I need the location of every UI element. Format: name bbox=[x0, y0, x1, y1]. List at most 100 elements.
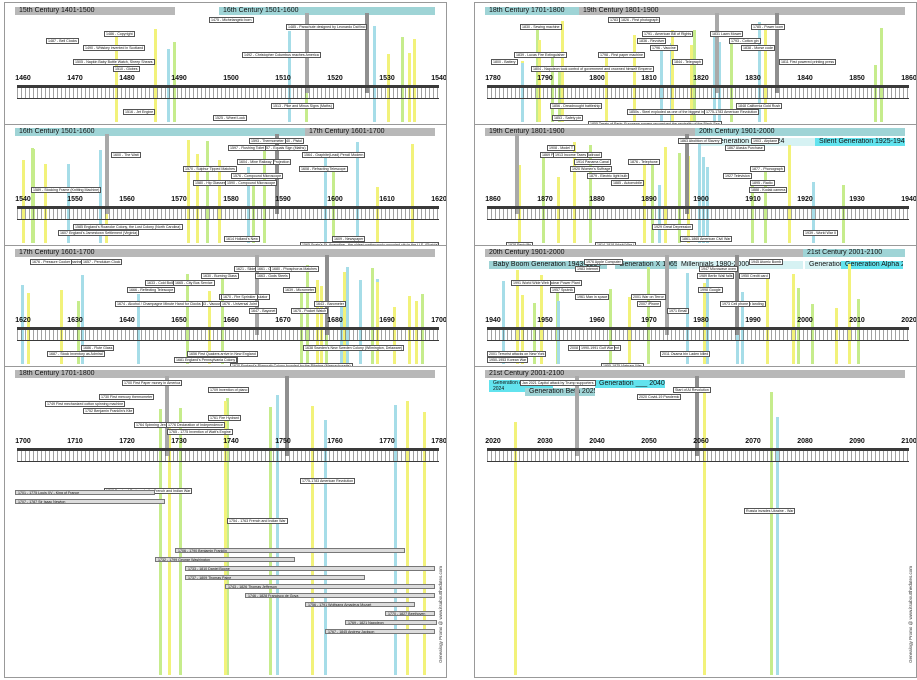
event-note: 1928 Penicillin bbox=[506, 242, 534, 246]
year-label: 1720 bbox=[119, 438, 135, 445]
event-line bbox=[706, 167, 709, 243]
event-note: 1856 - Dreadnought battleship bbox=[550, 103, 603, 109]
event-line bbox=[514, 422, 517, 675]
event-note: 1490 - Whiskey invented in Scotland bbox=[83, 45, 146, 51]
event-note: 1831 Lawn Mower bbox=[710, 31, 744, 37]
timeline-axis-lower bbox=[487, 461, 909, 462]
year-label: 1590 bbox=[275, 196, 291, 203]
century-bar: 15th Century 1401-1500 bbox=[15, 7, 175, 15]
year-label: 1660 bbox=[223, 317, 239, 324]
event-note: 1585 England's Roanoke Colony, the Lost … bbox=[73, 224, 183, 230]
event-line bbox=[693, 30, 696, 122]
year-label: 1480 bbox=[119, 75, 135, 82]
event-note: 1492 - Christopher Columbus reaches Amer… bbox=[242, 52, 321, 58]
event-note: 1681 England's Pennsylvania Colony bbox=[174, 357, 238, 363]
event-note: 1608 - Refracting Telescope bbox=[299, 166, 348, 172]
event-line bbox=[686, 273, 689, 364]
year-label: 1540 bbox=[431, 75, 446, 82]
event-line bbox=[159, 409, 162, 675]
generation-bar: Baby Boom Generation 1943-1964 bbox=[489, 261, 607, 269]
event-line bbox=[300, 288, 303, 364]
event-line bbox=[718, 42, 721, 122]
timeline-axis-lower bbox=[17, 98, 439, 99]
event-line bbox=[247, 167, 250, 243]
event-line bbox=[332, 168, 335, 243]
event-line bbox=[99, 150, 102, 243]
century-bar: 19th Century 1801-1900 bbox=[579, 7, 905, 15]
event-note: 1950-1953 Korean War bbox=[487, 357, 529, 363]
event-note: 1593 - Thermometer bbox=[249, 138, 286, 144]
year-label: 2020 bbox=[901, 317, 916, 324]
era-line bbox=[665, 255, 669, 335]
year-label: 1520 bbox=[327, 75, 343, 82]
event-note: 1765 - 1775 Invention of Watt's Engine bbox=[167, 429, 233, 435]
left-column: 15th Century 1401-1500 16th Century 1501-… bbox=[4, 2, 447, 678]
event-line bbox=[678, 153, 681, 243]
year-label: 1900 bbox=[693, 196, 709, 203]
timeline-axis-lower bbox=[17, 461, 439, 462]
event-line bbox=[218, 160, 221, 243]
timeline-axis-lower bbox=[487, 219, 909, 220]
year-label: 1780 bbox=[485, 75, 501, 82]
event-line bbox=[168, 422, 171, 675]
event-line bbox=[224, 401, 227, 675]
event-line bbox=[703, 283, 706, 364]
event-line bbox=[589, 145, 592, 243]
event-line bbox=[880, 28, 883, 122]
event-note: 1614 Holland's New bbox=[224, 236, 260, 242]
year-label: 1940 bbox=[901, 196, 916, 203]
event-note: Russia invades Ukraine - War bbox=[744, 508, 796, 514]
year-label: 1910 bbox=[745, 196, 761, 203]
event-line bbox=[848, 264, 851, 364]
event-line bbox=[730, 38, 733, 122]
century-bar: 20th Century 1901-2000 bbox=[695, 128, 905, 136]
year-label: 1970 bbox=[641, 317, 657, 324]
event-note: 1597 - Flushing Toilet bbox=[228, 145, 267, 151]
event-line bbox=[320, 286, 323, 364]
century-bar: 21st Century 2001-2100 bbox=[485, 370, 905, 378]
event-note: 1908 - Model T bbox=[547, 145, 576, 151]
lifespan-bar: 1770 - 1827 Beethoven bbox=[385, 611, 435, 616]
credit-text: Genealogy Promo @ www.itsaboutthedates.c… bbox=[438, 566, 443, 663]
year-label: 1750 bbox=[275, 438, 291, 445]
year-label: 1650 bbox=[171, 317, 187, 324]
event-note: 1989 Berlin Wall falls bbox=[697, 273, 735, 279]
event-note: 1576 - Compound Microscope bbox=[231, 173, 284, 179]
event-line bbox=[660, 45, 663, 122]
year-label: 1490 bbox=[171, 75, 187, 82]
event-line bbox=[651, 159, 654, 243]
event-line bbox=[406, 401, 409, 675]
lifespan-bar: 1732 - 1799 George Washington bbox=[155, 557, 295, 562]
year-label: 1840 bbox=[797, 75, 813, 82]
event-line bbox=[356, 142, 359, 243]
event-note: 1800 - Battery bbox=[491, 59, 518, 65]
event-line bbox=[376, 282, 379, 364]
event-note: 1844 - Telegraph bbox=[672, 59, 703, 65]
event-note: Jan 2021 Capitol attack by Trump support… bbox=[520, 380, 596, 386]
event-note: 1647 - Bayonet bbox=[249, 308, 278, 314]
event-note: 1639 - Micrometer bbox=[283, 287, 317, 293]
year-label: 1640 bbox=[119, 317, 135, 324]
event-note: 1638 Sweden's New Sweden Colony (Wilming… bbox=[303, 345, 405, 351]
event-note: 1620 England's Plymouth Colony founded b… bbox=[230, 363, 353, 367]
event-line bbox=[154, 29, 157, 122]
event-note: 1998 Google bbox=[698, 287, 723, 293]
event-note: 1752 Benjamin Franklin's Kite bbox=[83, 408, 135, 414]
event-note: 1947 Microwave oven bbox=[699, 266, 738, 272]
event-line bbox=[706, 273, 709, 364]
event-line bbox=[758, 22, 761, 122]
event-line bbox=[179, 408, 182, 675]
year-label: 1980 bbox=[693, 317, 709, 324]
event-note: 1674 - Alcohol / Champagne Minute Hand f… bbox=[115, 301, 203, 307]
century-bar: 16th Century 1501-1600 bbox=[219, 7, 435, 15]
event-note: 1811 First powered printing press bbox=[779, 59, 837, 65]
event-line bbox=[411, 144, 414, 243]
event-note: 1990-1991 Gulf War bbox=[579, 345, 616, 351]
year-label: 2080 bbox=[797, 438, 813, 445]
event-line bbox=[690, 45, 693, 122]
event-line bbox=[115, 34, 118, 122]
event-note: 1863 Abolition of Slavery bbox=[678, 138, 722, 144]
event-note: 1796 - Vaccine bbox=[650, 45, 678, 51]
year-label: 2040 bbox=[589, 438, 605, 445]
